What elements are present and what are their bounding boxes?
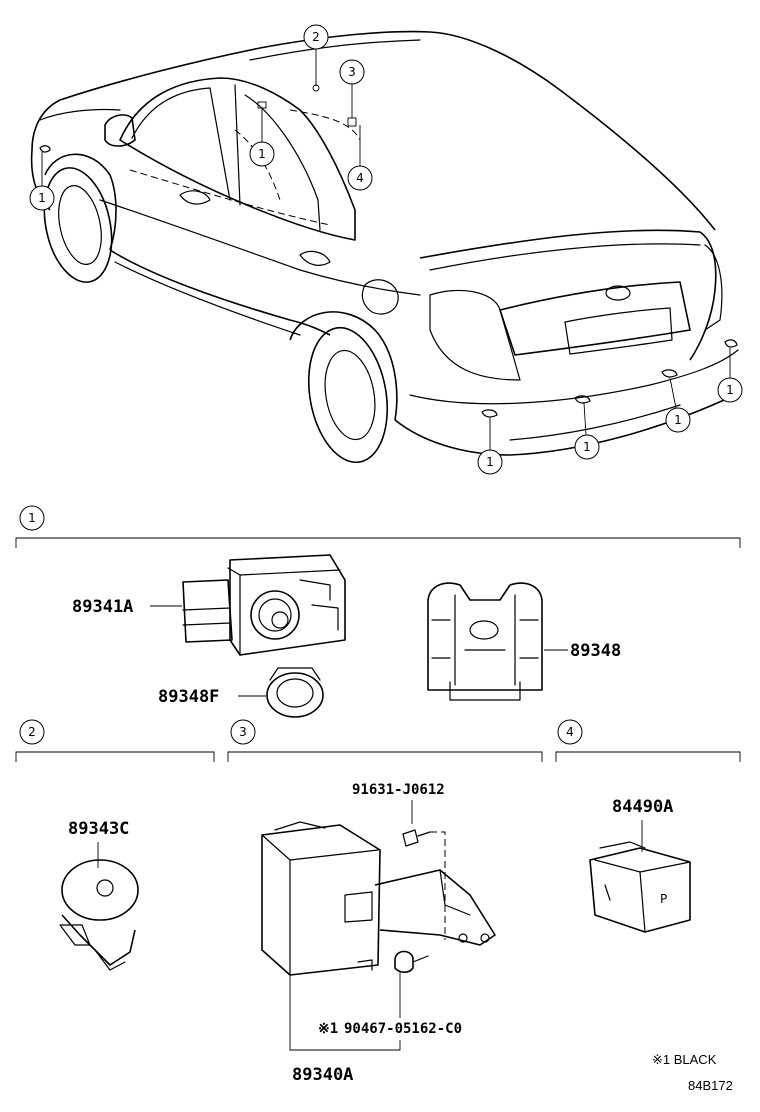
- callout-1-rear-a: 1: [477, 449, 503, 475]
- park-switch-icon: P: [660, 892, 667, 906]
- callout-1-cabin: 1: [249, 141, 275, 167]
- part-90467-label: 90467-05162-C0: [344, 1021, 462, 1037]
- figure-id: 84B172: [688, 1078, 733, 1093]
- svg-text:1: 1: [726, 383, 734, 397]
- callout-4-car: 4: [347, 165, 373, 191]
- switch-84490A-drawing: [589, 841, 691, 933]
- svg-text:1: 1: [258, 147, 266, 161]
- svg-text:1: 1: [674, 413, 682, 427]
- part-91631-label: 91631-J0612: [352, 782, 445, 798]
- callout-3-car: 3: [339, 59, 365, 85]
- svg-text:3: 3: [348, 65, 356, 79]
- part-89348F-label: 89348F: [158, 687, 219, 707]
- section-2: 2 89343C: [15, 719, 215, 971]
- control-module-drawing: [261, 821, 496, 976]
- callout-1-rear-b: 1: [574, 434, 600, 460]
- section-3: 3 91631-J0612 ※1 90467-05162-C0: [227, 719, 543, 1085]
- sensor-89343C-drawing: [59, 859, 139, 971]
- part-89343C-label: 89343C: [68, 819, 129, 839]
- section-1-number: 1: [28, 511, 36, 525]
- callout-1-front: 1: [29, 185, 55, 211]
- sensor-bracket-drawing: [182, 554, 346, 656]
- svg-text:2: 2: [312, 30, 320, 44]
- part-90467-mark: ※1: [318, 1021, 338, 1037]
- callout-1-rear-c: 1: [665, 407, 691, 433]
- callout-2-car: 2: [303, 24, 329, 50]
- car-callouts: 1 1 1 1 1 1 2 3 4: [29, 24, 743, 475]
- section-3-number: 3: [239, 725, 247, 739]
- section-1: 1 89341A 89348F: [15, 505, 741, 718]
- svg-text:1: 1: [583, 440, 591, 454]
- svg-text:4: 4: [356, 171, 364, 185]
- car-illustration: [30, 30, 739, 464]
- svg-text:1: 1: [38, 191, 46, 205]
- part-89348-label: 89348: [570, 641, 621, 661]
- part-89340A-label: 89340A: [292, 1065, 353, 1085]
- svg-text:1: 1: [486, 455, 494, 469]
- part-84490A-label: 84490A: [612, 797, 673, 817]
- section-2-number: 2: [28, 725, 36, 739]
- section-4: 4 84490A P: [555, 719, 741, 933]
- sensor-ring-drawing: [266, 667, 324, 718]
- footnote: ※1 BLACK: [652, 1052, 717, 1067]
- section-4-number: 4: [566, 725, 574, 739]
- part-89341A-label: 89341A: [72, 597, 133, 617]
- callout-1-rear-d: 1: [717, 377, 743, 403]
- sensor-holder-drawing: [427, 582, 543, 701]
